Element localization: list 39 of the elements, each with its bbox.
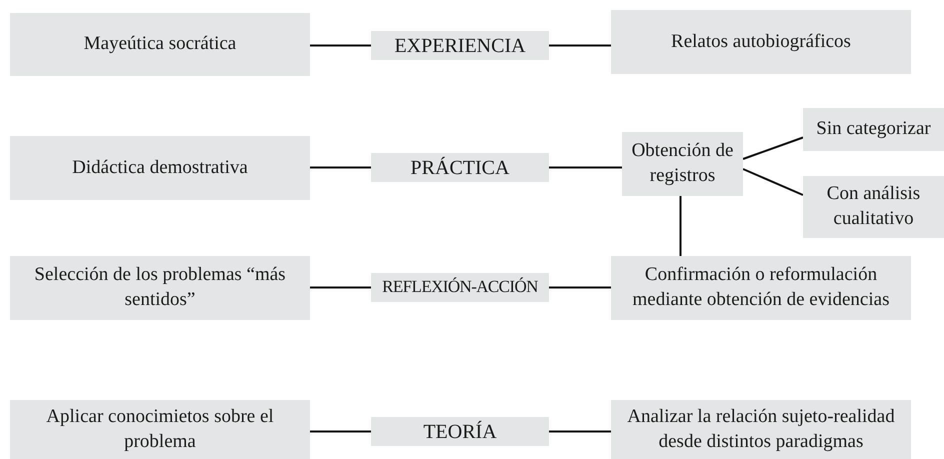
node-label: Analizar la relación sujeto-realidad desde distintos paradigmas	[626, 404, 896, 454]
concept-box	[611, 256, 911, 320]
concept-box	[803, 176, 944, 238]
node-label: Sin categorizar	[816, 117, 931, 142]
connector-line	[310, 430, 371, 432]
node-label: Confirmación o reformulación mediante obtención de evidencias	[632, 263, 890, 312]
connector-line	[549, 430, 611, 432]
concept-box	[611, 400, 911, 459]
node-label: Aplicar conocimietos sobre el problema	[45, 404, 275, 454]
connector-line	[742, 136, 804, 160]
connector-line	[310, 44, 371, 46]
concept-box	[803, 108, 944, 151]
category-box	[371, 273, 549, 302]
node-label: PRÁCTICA	[410, 156, 510, 180]
category-box	[371, 31, 549, 60]
node-label: Relatos autobiográficos	[671, 30, 851, 54]
connector-line	[680, 196, 682, 256]
connector-line	[310, 286, 371, 288]
concept-box	[622, 132, 743, 196]
category-box	[371, 153, 549, 182]
connector-line	[742, 168, 804, 196]
category-box	[371, 417, 549, 446]
concept-box	[611, 10, 911, 74]
node-label: Con análisis cualitativo	[826, 182, 922, 231]
node-label: REFLEXIÓN-ACCIÓN	[382, 276, 538, 298]
node-label: Mayeútica socrática	[84, 32, 236, 56]
connector-line	[549, 44, 611, 46]
node-label: Didáctica demostrativa	[72, 156, 248, 180]
node-label: EXPERIENCIA	[394, 34, 526, 58]
concept-box	[10, 256, 310, 320]
node-label: Obtención de registros	[630, 139, 734, 188]
connector-line	[549, 166, 622, 168]
node-label: Selección de los problemas “más sentidos”	[33, 263, 287, 312]
concept-box	[10, 400, 310, 459]
connector-line	[549, 286, 611, 288]
node-label: TEORÍA	[423, 420, 497, 444]
concept-box	[10, 13, 310, 76]
connector-line	[310, 166, 371, 168]
concept-box	[10, 136, 310, 200]
